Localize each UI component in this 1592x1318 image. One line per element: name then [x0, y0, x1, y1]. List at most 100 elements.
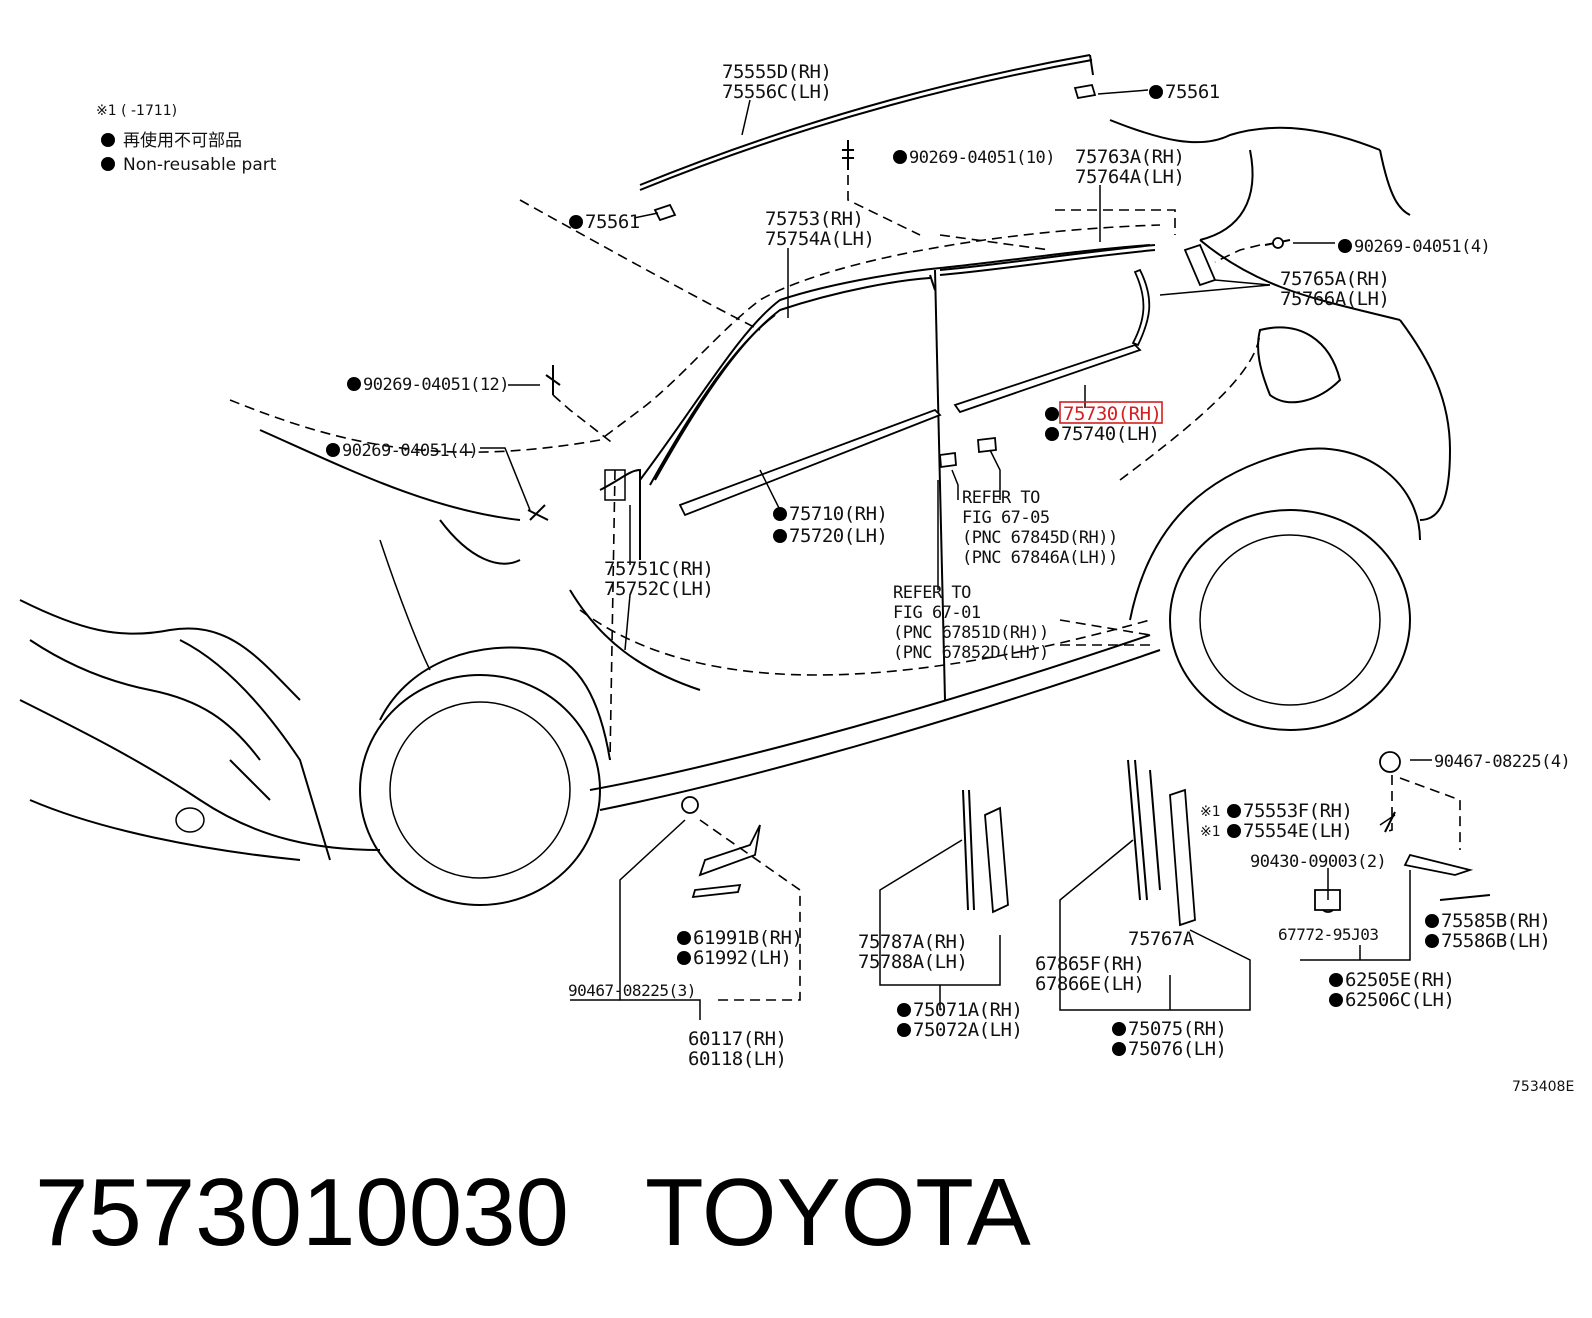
bullet-dot [897, 1023, 911, 1037]
leader-lines [480, 89, 1461, 1020]
pillar-garnish-75767 [1127, 759, 1196, 927]
bullet-dot [1338, 239, 1352, 253]
bullet-dot [1045, 407, 1059, 421]
bullet-dot [1149, 85, 1163, 99]
bullet-dot [1045, 427, 1059, 441]
roof-clip-right [1073, 83, 1097, 100]
label-75554: 75554E(LH) [1243, 820, 1352, 842]
label-62506: 62506C(LH) [1345, 989, 1454, 1011]
label-75585: 75585B(RH) [1441, 910, 1550, 932]
label-75556: 75556C(LH) [722, 81, 831, 103]
bullet-dot [101, 133, 115, 147]
screw-90269-4-right [1264, 237, 1291, 249]
label-61991: 61991B(RH) [693, 927, 802, 949]
refer-d: (PNC 67846A(LH)) [962, 548, 1118, 568]
refer2-d: (PNC 67852D(LH)) [893, 643, 1049, 663]
label-75555: 75555D(RH) [722, 61, 831, 83]
rear-door-belt-molding [953, 343, 1142, 414]
bullet-dot [1227, 804, 1241, 818]
label-90467-4: 90467-08225(4) [1434, 752, 1570, 772]
bullet-dot [1425, 914, 1439, 928]
note-mark-1a: ※1 [1200, 804, 1221, 820]
footer: 7573010030 TOYOTA [35, 1159, 1031, 1266]
bullet-dot [677, 931, 691, 945]
bullet-dot [1329, 993, 1343, 1007]
label-75553: 75553F(RH) [1243, 800, 1352, 822]
figure-code: 753408E [1512, 1079, 1574, 1095]
refer-c: (PNC 67845D(RH)) [962, 528, 1118, 548]
screw-90269-12 [545, 365, 561, 395]
pillar-garnish-75787 [962, 789, 1009, 914]
label-75763: 75763A(RH) [1075, 146, 1184, 168]
bullet-dot [893, 150, 907, 164]
brand-name: TOYOTA [645, 1159, 1031, 1266]
screw-90269-10 [842, 140, 854, 170]
label-75787: 75787A(RH) [858, 931, 967, 953]
label-75788: 75788A(LH) [858, 951, 967, 973]
label-75071: 75071A(RH) [913, 999, 1022, 1021]
label-90269-10: 90269-04051(10) [909, 148, 1055, 168]
label-75766: 75766A(LH) [1280, 288, 1389, 310]
rear-quarter-window-part [1183, 243, 1217, 287]
label-67772: 67772-95J03 [1278, 925, 1378, 944]
front-door-frame-molding [649, 277, 931, 486]
label-61992: 61992(LH) [693, 947, 791, 969]
label-75075: 75075(RH) [1128, 1018, 1226, 1040]
legend-note-mark: ※1 ( -1711) [96, 103, 177, 119]
label-75764: 75764A(LH) [1075, 166, 1184, 188]
highlight-box [1059, 401, 1163, 424]
label-75753: 75753(RH) [765, 208, 863, 230]
part-number: 7573010030 [35, 1159, 569, 1266]
legend-jp: 再使用不可部品 [123, 130, 242, 151]
bullet-dot [773, 529, 787, 543]
label-67866: 67866E(LH) [1035, 973, 1144, 995]
car-body-outline [19, 119, 1451, 906]
label-60117: 60117(RH) [688, 1028, 786, 1050]
front-door-belt-molding [678, 408, 942, 517]
bullet-dot [677, 951, 691, 965]
label-90269-4-right: 90269-04051(4) [1354, 237, 1490, 257]
label-62505: 62505E(RH) [1345, 969, 1454, 991]
rear-door-frame-molding [1131, 268, 1151, 347]
label-75765: 75765A(RH) [1280, 268, 1389, 290]
refer-b: FIG 67-05 [962, 508, 1050, 528]
bullet-dot [1329, 973, 1343, 987]
mudguard-61991 [681, 796, 761, 899]
refer-a: REFER TO [962, 488, 1040, 508]
label-75561-left: 75561 [585, 211, 640, 233]
label-75072: 75072A(LH) [913, 1019, 1022, 1041]
label-75740: 75740(LH) [1061, 423, 1159, 445]
label-90269-4-left: 90269-04051(4) [342, 441, 478, 461]
refer2-c: (PNC 67851D(RH)) [893, 623, 1049, 643]
label-75076: 75076(LH) [1128, 1038, 1226, 1060]
rear-flare-75553 [1314, 751, 1491, 913]
label-75767: 75767A [1128, 928, 1195, 950]
part-labels: 75555D(RH) 75556C(LH) 75561 75561 90269-… [326, 61, 1574, 1095]
roof-clip-left [653, 203, 677, 222]
legend: ※1 ( -1711) 再使用不可部品 Non-reusable part [96, 103, 277, 175]
bullet-dot [1112, 1022, 1126, 1036]
bullet-dot [569, 215, 583, 229]
label-67865: 67865F(RH) [1035, 953, 1144, 975]
note-mark-1b: ※1 [1200, 824, 1221, 840]
bullet-dot [1227, 824, 1241, 838]
label-75561-top: 75561 [1165, 81, 1220, 103]
label-75752: 75752C(LH) [604, 578, 713, 600]
legend-en: Non-reusable part [123, 155, 277, 175]
bullet-dot [347, 377, 361, 391]
bullet-dot [897, 1003, 911, 1017]
bullet-dot [101, 157, 115, 171]
screw-90269-4-left [527, 504, 549, 521]
label-90269-12: 90269-04051(12) [363, 375, 509, 395]
refer2-a: REFER TO [893, 583, 971, 603]
label-90467-3: 90467-08225(3) [568, 981, 696, 1000]
rear-upper-molding [939, 244, 1156, 276]
label-75710: 75710(RH) [789, 503, 887, 525]
bullet-dot [326, 443, 340, 457]
label-75720: 75720(LH) [789, 525, 887, 547]
label-75586: 75586B(LH) [1441, 930, 1550, 952]
label-75751: 75751C(RH) [604, 558, 713, 580]
label-75730: 75730(RH) [1063, 403, 1161, 425]
bullet-dot [1425, 934, 1439, 948]
refer2-b: FIG 67-01 [893, 603, 981, 623]
